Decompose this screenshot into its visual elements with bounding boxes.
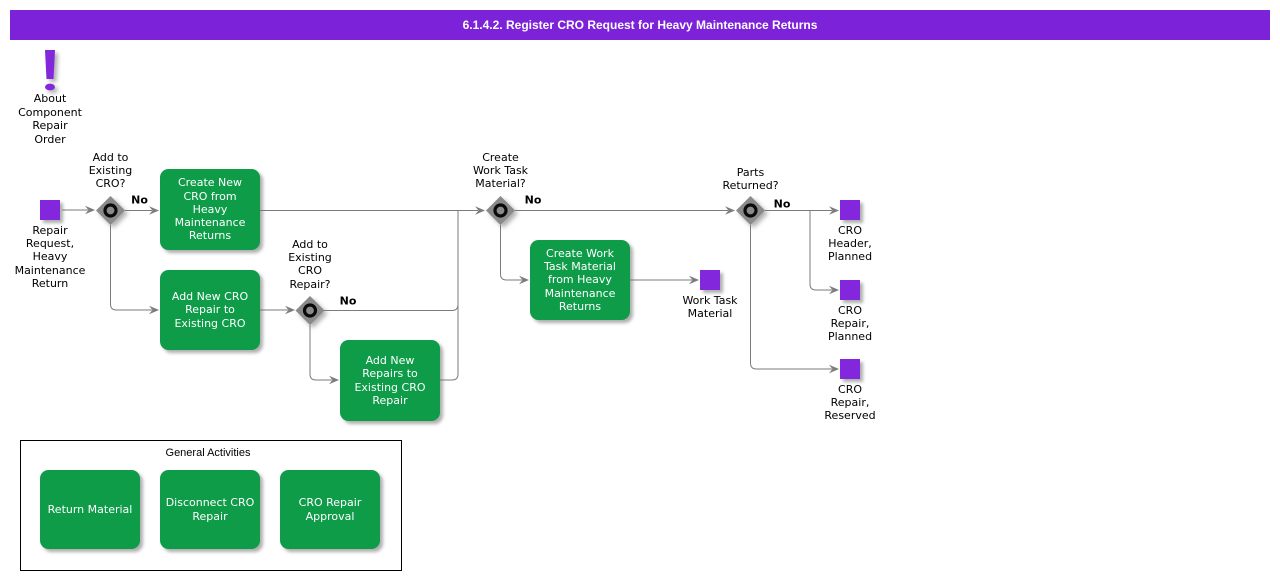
edge-gw1-to-add-new-cro-repair <box>110 225 152 311</box>
activity-add-new-cro-repair[interactable]: Add New CRO Repair to Existing CRO <box>160 270 260 350</box>
event-label-cro-header-planned: CRO Header, Planned <box>827 224 873 264</box>
activity-cro-repair-approval[interactable]: CRO Repair Approval <box>280 470 380 549</box>
group-title: General Activities <box>165 447 251 459</box>
edge-add-new-repairs-to-junction <box>440 211 459 381</box>
event-cro-repair-reserved[interactable] <box>840 359 860 379</box>
event-label-repair-request: Repair Request, Heavy Maintenance Return <box>14 224 86 290</box>
page-title: 6.1.4.2. Register CRO Request for Heavy … <box>462 18 818 32</box>
arrowhead-icon <box>475 206 485 215</box>
arrowhead-icon <box>519 275 529 285</box>
event-label-cro-repair-planned: CRO Repair, Planned <box>827 304 873 344</box>
gateway-create-work-task-material[interactable] <box>486 196 515 225</box>
arrowhead-icon <box>149 305 159 315</box>
arrowhead-icon <box>829 206 839 215</box>
no-label-add-to-existing-cro: No <box>131 193 148 207</box>
edge-gw3-to-create-work-task <box>500 225 522 281</box>
event-label-work-task-material: Work Task Material <box>682 294 738 321</box>
note-label: About Component Repair Order <box>18 92 82 146</box>
gateway-label-add-to-existing-cro-repair: Add to Existing CRO Repair? <box>288 238 332 291</box>
gateway-label-create-work-task-material: Create Work Task Material? <box>472 151 529 191</box>
no-label-parts-returned: No <box>773 197 791 210</box>
no-label-add-to-existing-cro-repair: No <box>339 294 357 307</box>
event-cro-header-planned[interactable] <box>840 200 860 220</box>
activity-create-new-cro[interactable]: Create New CRO from Heavy Maintenance Re… <box>160 169 260 250</box>
edge-gw2-to-add-new-repairs <box>309 325 332 381</box>
arrowhead-icon <box>829 285 839 295</box>
arrowhead-icon <box>689 275 699 285</box>
arrowhead-icon <box>149 206 159 215</box>
general-activities-group <box>20 440 402 571</box>
gateway-label-parts-returned: Parts Returned? <box>722 166 779 193</box>
title-bar: 6.1.4.2. Register CRO Request for Heavy … <box>10 10 1270 40</box>
event-work-task-material[interactable] <box>700 270 720 290</box>
event-cro-repair-planned[interactable] <box>840 280 860 300</box>
event-repair-request[interactable] <box>40 200 60 220</box>
arrowhead-icon <box>829 364 839 374</box>
gateway-label-add-to-existing-cro: Add to Existing CRO? <box>88 151 133 191</box>
activity-return-material[interactable]: Return Material <box>40 470 140 549</box>
no-label-create-work-task-material: No <box>524 193 542 207</box>
arrowhead-icon <box>725 206 735 215</box>
exclamation-icon[interactable] <box>43 50 57 96</box>
arrowhead-icon <box>329 375 339 385</box>
activity-disconnect-cro-repair[interactable]: Disconnect CRO Repair <box>160 470 260 549</box>
gateway-add-to-existing-cro-repair[interactable] <box>295 296 325 325</box>
gateway-add-to-existing-cro[interactable] <box>96 196 125 225</box>
event-label-cro-repair-reserved: CRO Repair, Reserved <box>824 383 876 423</box>
edge-branch-to-cro-repair-planned <box>809 210 832 291</box>
activity-create-work-task-material-activity[interactable]: Create Work Task Material from Heavy Mai… <box>530 240 630 320</box>
edge-gw4-to-cro-repair-reserved <box>750 225 832 370</box>
arrowhead-icon <box>285 305 295 315</box>
arrowhead-icon <box>85 205 95 215</box>
activity-add-new-repairs[interactable]: Add New Repairs to Existing CRO Repair <box>340 340 440 421</box>
gateway-parts-returned[interactable] <box>736 196 765 225</box>
